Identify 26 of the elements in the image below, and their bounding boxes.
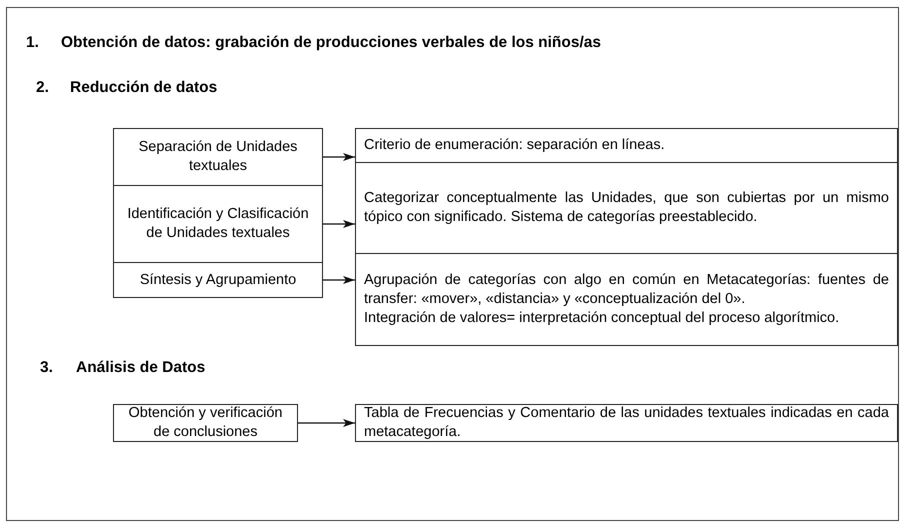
section-heading: Reducción de datos <box>70 78 218 98</box>
process-box <box>113 128 323 186</box>
box-text: Obtención y verificación de conclusiones <box>128 404 284 442</box>
process-box <box>355 253 898 346</box>
section-number: 3. <box>40 358 53 378</box>
section-heading: Obtención de datos: grabación de producciones verbales de los niños/as <box>61 33 602 53</box>
box-text: Agrupación de categorías con algo en común en Metacategorías: fuentes de transfer: «mover», «distancia» y «conceptualización del 0». <box>364 271 889 309</box>
box-text: Criterio de enumeración: separación en líneas. <box>364 136 666 155</box>
section-number: 2. <box>36 78 49 98</box>
process-box <box>355 162 898 254</box>
box-text: Síntesis y Agrupamiento <box>140 270 296 290</box>
process-box <box>355 128 898 163</box>
box-text: Identificación y Clasificación de Unidades textuales <box>126 205 310 243</box>
arrow <box>323 276 355 284</box>
box-text: Tabla de Frecuencias y Comentario de las unidades textuales indicadas en cada metacategoría. <box>364 404 889 442</box>
process-box <box>113 262 323 298</box>
process-box <box>113 185 323 263</box>
arrow <box>323 220 355 228</box>
arrow <box>298 419 355 427</box>
box-text: Categorizar conceptualmente las Unidades, que son cubiertas por un mismo tópico con significado. Sistema de categorías preestablecido. <box>364 189 889 227</box>
arrow <box>323 153 355 161</box>
process-box <box>113 404 298 442</box>
section-heading: Análisis de Datos <box>76 358 206 378</box>
box-text: Separación de Unidades textuales <box>138 138 298 176</box>
section-number: 1. <box>26 33 39 53</box>
box-text: Integración de valores= interpretación conceptual del proceso algorítmico. <box>364 309 840 328</box>
